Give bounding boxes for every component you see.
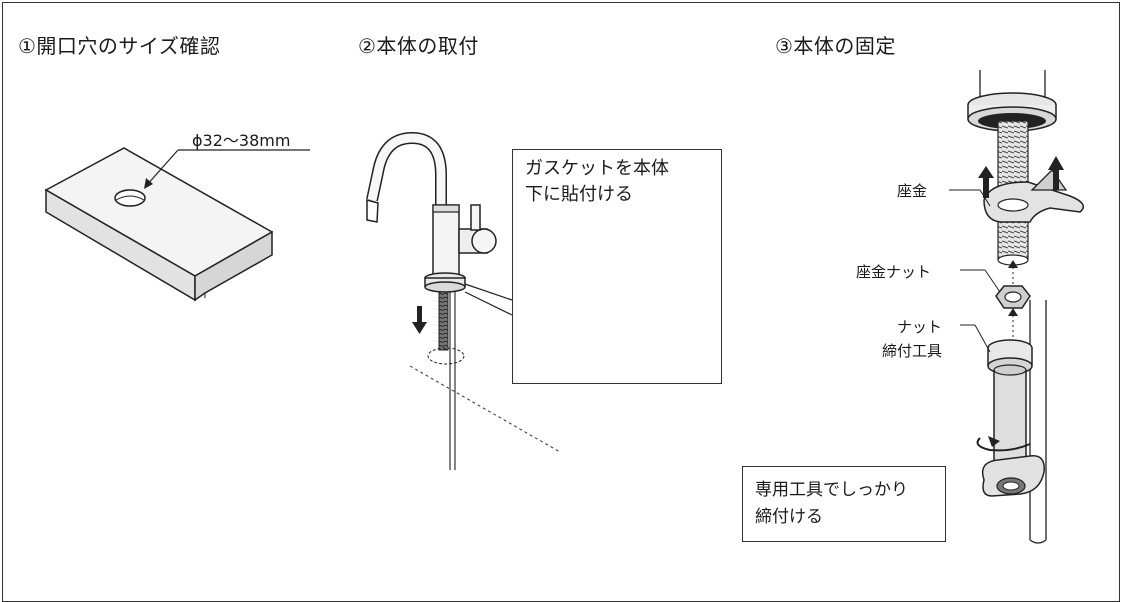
countertop-edge-line <box>409 365 561 453</box>
tightening-note-box: 専用工具でしっかり 締付ける <box>742 466 946 542</box>
callout-pointer-bottom <box>464 291 513 316</box>
washer-label: 座金 <box>897 182 928 200</box>
note-line-2: 締付ける <box>755 507 823 527</box>
down-arrow-icon <box>412 306 427 334</box>
callout-line-1: ガスケットを本体 <box>525 158 669 179</box>
washer-nut-part <box>995 285 1031 309</box>
hole-size-label: ϕ32〜38mm <box>192 131 291 150</box>
up-arrow-icon <box>1048 156 1064 190</box>
up-arrow-icon <box>978 166 994 198</box>
washer-nut-label: 座金ナット <box>856 263 932 281</box>
step2-title: ②本体の取付 <box>358 34 479 58</box>
washer-leader-line <box>979 189 991 207</box>
countertop-slab-illustration <box>44 147 274 302</box>
step1-title: ①開口穴のサイズ確認 <box>18 34 221 58</box>
tool-leader-line <box>974 324 991 353</box>
step3-title: ③本体の固定 <box>775 34 896 58</box>
washer-nut-leader-line <box>984 269 1001 293</box>
nut-tightening-tool <box>981 339 1045 497</box>
callout-line-2: 下に貼付ける <box>525 184 633 205</box>
small-up-arrow-icon <box>1008 308 1018 316</box>
faucet-illustration <box>366 131 497 470</box>
note-line-1: 専用工具でしっかり <box>755 480 908 500</box>
gasket-callout-box: ガスケットを本体 下に貼付ける <box>512 149 722 384</box>
rotate-arrow-icon <box>976 436 1031 452</box>
small-up-arrow-icon <box>1008 260 1018 268</box>
tool-label-line-2: 締付工具 <box>882 342 943 360</box>
supply-pipe <box>979 70 1047 544</box>
hole-dimension-leader <box>144 149 310 189</box>
callout-pointer-top <box>464 283 513 301</box>
tool-label-line-1: ナット <box>897 318 943 336</box>
